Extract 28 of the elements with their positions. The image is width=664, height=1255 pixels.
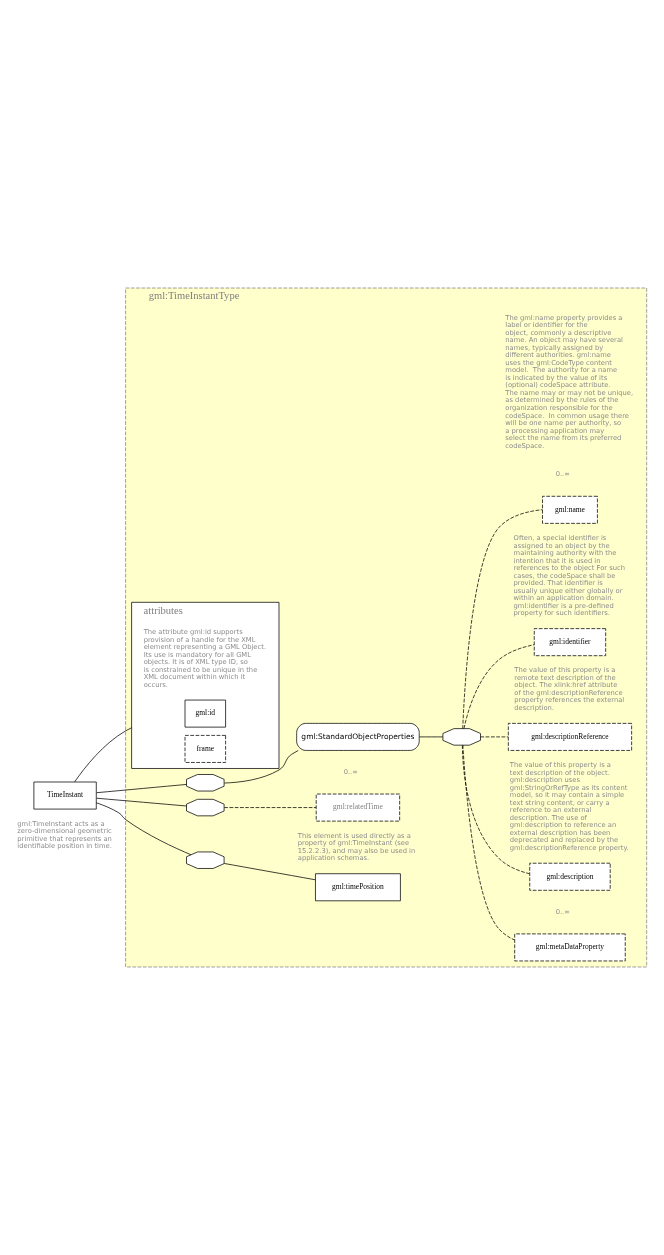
node-box: gml:metaDataProperty: [514, 933, 626, 962]
node-box: gml:identifier: [533, 628, 607, 657]
connector: [418, 736, 444, 738]
node-box: gml:id: [184, 699, 226, 728]
node-box: gml:StandardObjectProperties: [296, 723, 420, 751]
node-box: TimeInstant: [33, 781, 97, 810]
node-box: gml:descriptionReference: [507, 723, 632, 751]
connector: [224, 750, 299, 784]
node-box: gml:description: [529, 862, 611, 891]
connector: [74, 727, 132, 783]
connector: [462, 745, 530, 875]
node-box: gml:relatedTime: [315, 793, 401, 822]
connector: [480, 736, 509, 738]
connector: [96, 784, 187, 794]
connector: [223, 863, 316, 881]
node-octagon: [186, 798, 225, 817]
connector: [223, 807, 317, 808]
node-box: gml:timePosition: [315, 873, 401, 902]
node-octagon: [186, 774, 225, 792]
node-box: frame: [184, 735, 226, 763]
connector: [96, 797, 187, 807]
connector: [463, 644, 535, 729]
connector: [462, 509, 543, 729]
node-box: gml:name: [542, 495, 598, 524]
node-octagon: [442, 728, 481, 746]
connector: [95, 802, 192, 856]
node-octagon: [186, 851, 225, 869]
connector: [462, 744, 515, 941]
